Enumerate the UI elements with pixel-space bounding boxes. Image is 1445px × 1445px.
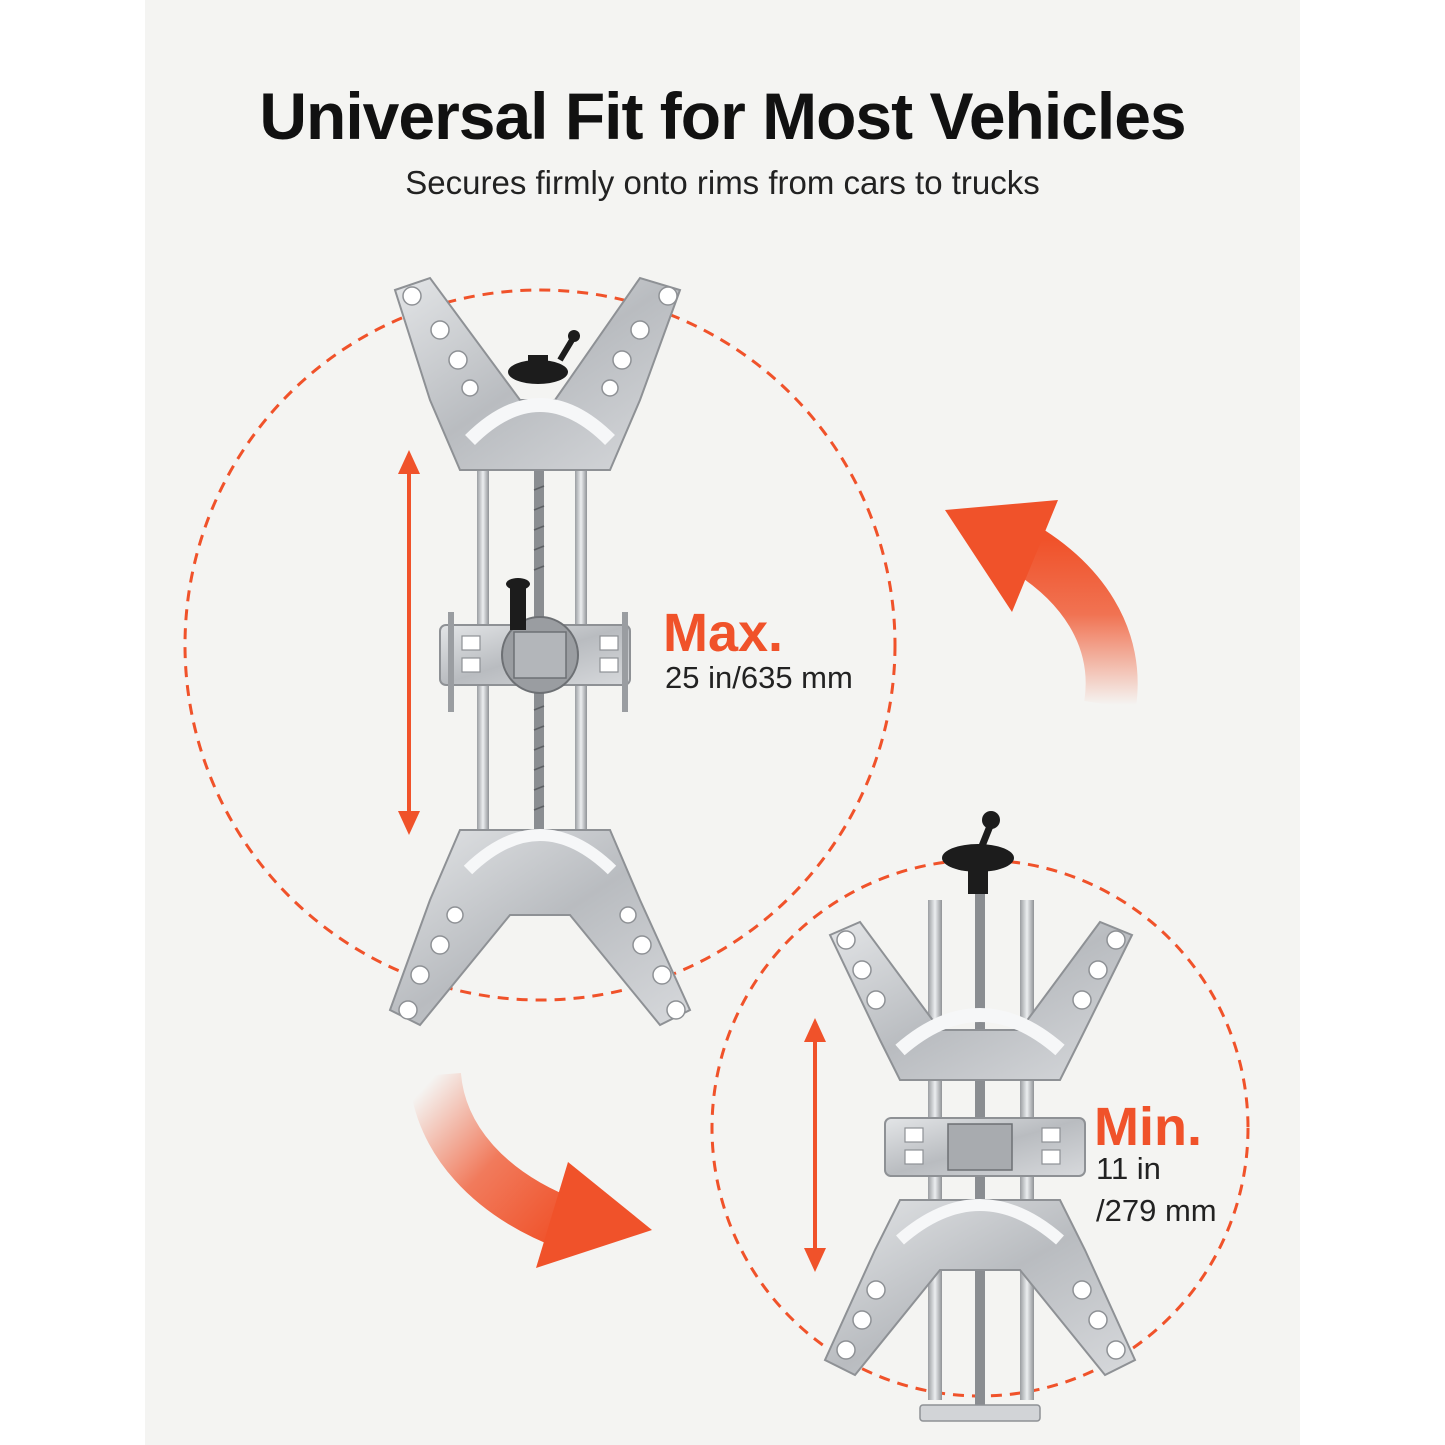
page-subtitle: Secures firmly onto rims from cars to tr… — [405, 164, 1040, 201]
page-title: Universal Fit for Most Vehicles — [259, 79, 1186, 153]
wheel-clamp-extended-icon — [388, 276, 692, 1027]
min-dimension-arrow — [804, 1018, 826, 1272]
min-value-line1: 11 in — [1096, 1151, 1161, 1186]
max-value: 25 in/635 mm — [665, 660, 853, 695]
max-dimension-arrow — [398, 450, 420, 835]
max-range-circle — [183, 288, 897, 1002]
curved-arrow-up-icon — [945, 500, 1138, 709]
wheel-clamp-retracted-icon — [823, 811, 1137, 1422]
max-label: Max. — [663, 603, 784, 663]
min-label: Min. — [1094, 1097, 1202, 1157]
min-value-line2: /279 mm — [1096, 1193, 1217, 1228]
curved-arrow-down-icon — [409, 1071, 652, 1268]
